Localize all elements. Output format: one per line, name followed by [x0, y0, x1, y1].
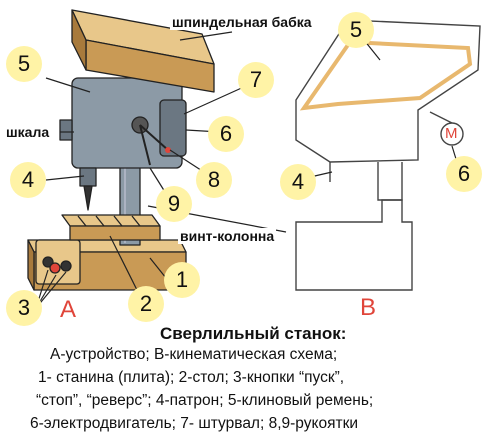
badge-2: 2 — [128, 286, 164, 322]
scale-label: шкала — [4, 124, 52, 140]
badge-4-b: 4 — [280, 164, 316, 200]
badge-9: 9 — [156, 186, 192, 222]
caption-title: Сверлильный станок: — [160, 324, 347, 343]
belt-cover — [71, 9, 215, 93]
spindle-head-label: шпиндельная бабка — [170, 14, 314, 30]
badge-6-b: 6 — [446, 156, 482, 192]
figure-b-scheme — [295, 19, 481, 291]
badge-1: 1 — [164, 262, 200, 298]
caption-line-1: А-устройство; В-кинематическая схема; — [50, 346, 338, 363]
chuck — [79, 167, 97, 211]
screw-column-label: винт-колонна — [178, 228, 277, 244]
scheme-table — [295, 199, 413, 291]
badge-5-b: 5 — [338, 12, 374, 48]
badge-6-a: 6 — [208, 116, 244, 152]
caption-line-2: 1- станина (плита); 2-стол; 3-кнопки “пу… — [38, 369, 345, 386]
spindle-head — [59, 77, 187, 169]
caption-line-4: 6-электродвигатель; 7- штурвал; 8,9-руко… — [30, 415, 359, 432]
badge-5-a: 5 — [6, 46, 42, 82]
work-table — [61, 214, 161, 241]
figure-b-letter: В — [360, 294, 377, 321]
caption-line-3: “стоп”, “реверс”; 4-патрон; 5-клиновый р… — [36, 392, 374, 409]
badge-8: 8 — [196, 162, 232, 198]
base-plate — [27, 239, 187, 291]
scheme-belt-band — [299, 39, 473, 111]
figure-a-letter: А — [60, 296, 77, 323]
badge-4-a: 4 — [10, 162, 46, 198]
motor-symbol: М — [445, 125, 458, 142]
figure-a-drawing — [27, 9, 215, 291]
badge-3: 3 — [6, 290, 42, 326]
scheme-column — [377, 162, 403, 201]
scheme-head-outline — [295, 19, 481, 163]
badge-7: 7 — [238, 62, 274, 98]
